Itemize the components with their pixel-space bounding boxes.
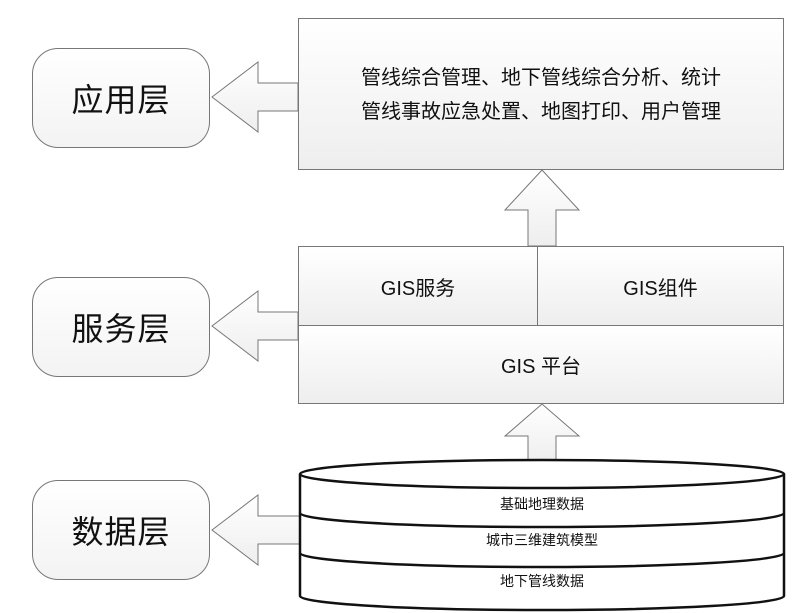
db-layer-underground-pipeline-data: 地下管线数据: [500, 574, 584, 590]
arrow-to-data-layer: [211, 493, 303, 567]
gis-component-box: GIS组件: [537, 246, 784, 326]
db-layer-basic-geographic-data: 基础地理数据: [500, 497, 584, 513]
service-layer-label: 服务层: [32, 277, 210, 377]
database-divider-2: [298, 552, 786, 569]
application-functions-line-1: 管线综合管理、地下管线综合分析、统计: [361, 65, 721, 89]
database-cylinder: [298, 458, 786, 612]
application-functions-box: 管线综合管理、地下管线综合分析、统计 管线事故应急处置、地图打印、用户管理: [298, 18, 784, 170]
gis-service-box: GIS服务: [298, 246, 538, 326]
application-layer-label: 应用层: [32, 48, 210, 148]
arrow-data-to-service: [503, 403, 581, 463]
gis-platform-box: GIS 平台: [298, 325, 784, 404]
database-divider-1: [298, 512, 786, 529]
db-layer-3d-building-model: 城市三维建筑模型: [486, 533, 598, 549]
arrow-to-service-layer: [211, 289, 299, 363]
arrow-to-application-layer: [211, 60, 299, 134]
application-functions-line-2: 管线事故应急处置、地图打印、用户管理: [361, 99, 721, 123]
data-layer-label: 数据层: [32, 480, 210, 580]
arrow-service-to-application: [503, 169, 581, 247]
